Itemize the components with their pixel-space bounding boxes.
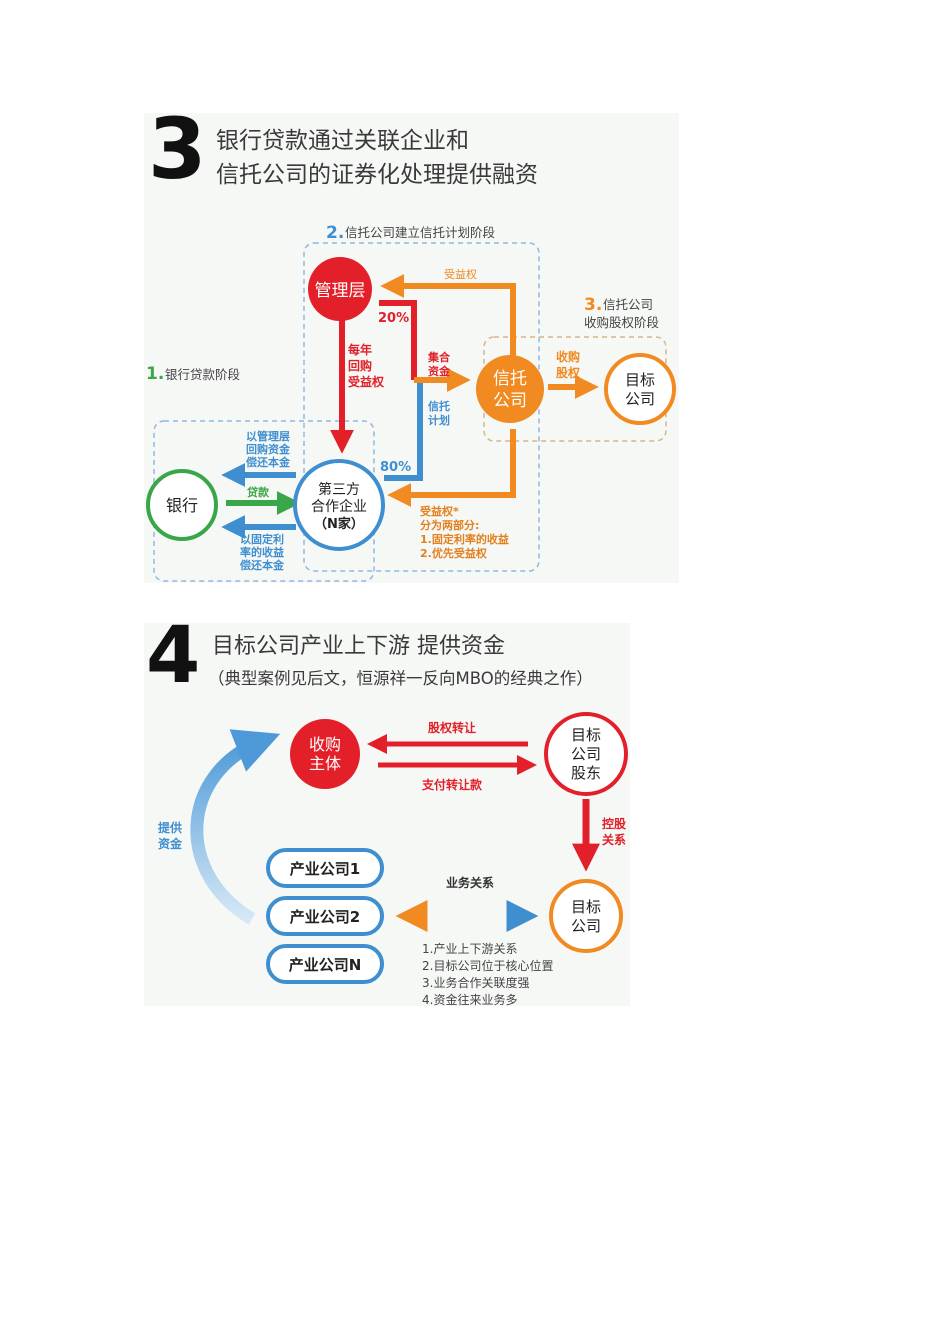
pooled-funds-arrow-red: [379, 300, 417, 380]
pct80-label: 80%: [380, 460, 411, 475]
trust-node: [476, 355, 544, 423]
industry-company-2-label: 产业公司2: [290, 908, 360, 926]
target-line1: 目标: [571, 898, 601, 916]
stage3-label-line1: 信托公司: [603, 297, 653, 312]
stage3-label-line2: 收购股权阶段: [584, 315, 659, 330]
point-2: 2.目标公司位于核心位置: [422, 958, 553, 973]
provide-funds-2: 资金: [158, 836, 183, 851]
bank-node: [146, 469, 218, 541]
bank-label: 银行: [166, 496, 198, 515]
stage2-box: [303, 242, 540, 572]
trust-label-line1: 信托: [493, 369, 527, 389]
acquire-equity-2: 股权: [556, 365, 581, 380]
panel-title-line1: 银行贷款通过关联企业和: [216, 128, 469, 154]
panel-title-line2: 信托公司的证券化处理提供融资: [216, 162, 538, 188]
acquirer-node: [290, 719, 360, 789]
target-label-line1: 目标: [625, 371, 655, 389]
beneficial-split-4: 2.优先受益权: [420, 546, 488, 560]
point-1: 1.产业上下游关系: [422, 942, 517, 956]
industry-company-1: [266, 848, 384, 888]
repay-fixed-3: 偿还本金: [240, 558, 285, 572]
beneficial-split-2: 分为两部分:: [420, 518, 479, 532]
stage1-box: [153, 420, 375, 582]
loan-label: 贷款: [247, 485, 270, 499]
diagram-panel-3: 3 银行贷款通过关联企业和 信托公司的证券化处理提供融资 2. 信托公司建立信托…: [144, 100, 679, 583]
beneficial-split-3: 1.固定利率的收益: [420, 532, 509, 546]
pooled-funds-2: 资金: [428, 364, 451, 378]
diagram-panel-4: 4 目标公司产业上下游 提供资金 （典型案例见后文，恒源祥一反向MBO的经典之作…: [144, 611, 630, 1006]
upstream-downstream-diagram: 收购 主体 目标 公司 股东 目标 公司 产业公司1 产业公司2 产业公司N 股…: [158, 712, 628, 1006]
target-company-node: [604, 353, 676, 425]
trust-plan-arrow: [384, 383, 423, 481]
beneficial-split-arrow: [387, 429, 516, 507]
shareholder-node: [544, 712, 628, 796]
stage1-label: 银行贷款阶段: [165, 367, 240, 382]
stage2-num: 2.: [326, 223, 344, 243]
industry-company-1-label: 产业公司1: [290, 860, 360, 878]
point-4: 4.资金往来业务多: [422, 992, 517, 1006]
provide-funds-1: 提供: [158, 820, 182, 835]
financing-flow-diagram: 2. 信托公司建立信托计划阶段 1. 银行贷款阶段 3. 信托公司 收购股权阶段…: [146, 223, 676, 582]
trust-plan-1: 信托: [428, 399, 450, 413]
trust-label-line2: 公司: [493, 391, 527, 411]
equity-transfer-label: 股权转让: [428, 720, 476, 735]
annual-buyback-3: 受益权: [348, 374, 385, 389]
stage3-num: 3.: [584, 295, 602, 315]
acquirer-line1: 收购: [309, 735, 341, 754]
annual-buyback-2: 回购: [348, 358, 372, 373]
industry-company-n: [266, 944, 384, 984]
beneficial-right-arrow: [380, 274, 516, 359]
acquirer-line2: 主体: [309, 754, 341, 773]
control-label-1: 控股: [602, 816, 627, 831]
pct20-label: 20%: [378, 311, 409, 326]
panel-number: 3: [148, 100, 207, 198]
shareholder-line1: 目标: [571, 726, 601, 744]
third-party-line2: 合作企业: [311, 498, 367, 515]
repay-mgmt-3: 偿还本金: [246, 455, 291, 469]
repay-fixed-2: 率的收益: [240, 545, 284, 559]
beneficial-split-1: 受益权*: [420, 504, 459, 518]
beneficial-top-label: 受益权: [444, 267, 477, 281]
industry-company-n-label: 产业公司N: [289, 956, 362, 974]
point-3: 3.业务合作关联度强: [422, 975, 529, 990]
third-party-line1: 第三方: [318, 481, 360, 498]
acquire-equity-1: 收购: [556, 349, 580, 364]
repay-mgmt-1: 以管理层: [246, 429, 290, 443]
panel-number: 4: [146, 611, 201, 701]
repay-fixed-1: 以固定利: [240, 532, 284, 546]
third-party-node: [293, 459, 385, 551]
panel-title-line1: 目标公司产业上下游 提供资金: [212, 634, 505, 659]
target-company-node: [549, 879, 623, 953]
annual-buyback-1: 每年: [348, 342, 372, 357]
business-relation-label: 业务关系: [446, 875, 494, 890]
management-node: [308, 257, 372, 321]
target-line2: 公司: [571, 917, 601, 935]
repay-mgmt-2: 回购资金: [246, 442, 291, 456]
panel-title-line2: （典型案例见后文，恒源祥一反向MBO的经典之作）: [208, 669, 593, 688]
control-label-2: 关系: [602, 832, 626, 847]
stage1-num: 1.: [146, 364, 164, 384]
third-party-line3: （N家）: [314, 516, 364, 532]
target-label-line2: 公司: [625, 390, 655, 408]
stage2-label: 信托公司建立信托计划阶段: [345, 225, 495, 240]
trust-plan-2: 计划: [428, 413, 450, 427]
industry-company-2: [266, 896, 384, 936]
shareholder-line2: 公司: [571, 745, 601, 763]
shareholder-line3: 股东: [571, 764, 601, 782]
pooled-funds-1: 集合: [427, 350, 451, 364]
provide-funds-curve: [190, 729, 281, 925]
pay-transfer-label: 支付转让款: [421, 777, 483, 792]
management-label: 管理层: [315, 281, 366, 301]
